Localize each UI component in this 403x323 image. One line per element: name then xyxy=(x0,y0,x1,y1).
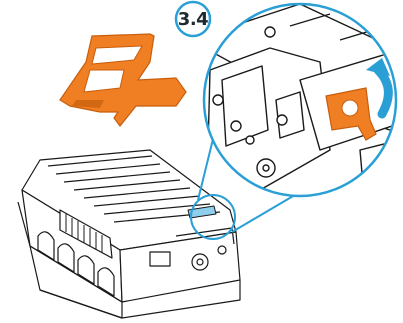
zoom-detail xyxy=(190,4,403,196)
toner-cartridge xyxy=(18,150,240,318)
orange-tab-loose xyxy=(60,34,186,126)
step-number: 3.4 xyxy=(171,2,215,36)
